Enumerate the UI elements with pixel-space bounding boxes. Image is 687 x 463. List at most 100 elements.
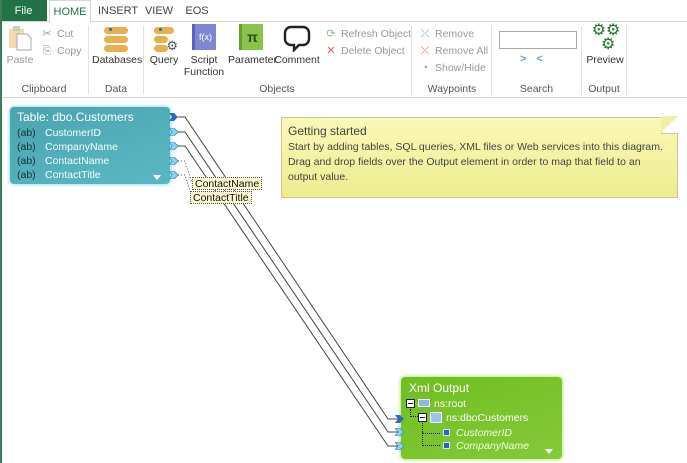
group-label-data: Data — [104, 83, 128, 95]
remove-all-waypoints-button[interactable]: ⤫ Remove All — [418, 43, 489, 59]
xml-output-node[interactable]: Xml Output ns:root ns:dboCustomers Custo… — [401, 377, 562, 459]
xml-output-title: Xml Output — [409, 381, 470, 395]
tree-connector — [422, 423, 440, 434]
comment-button[interactable]: Comment — [274, 24, 320, 66]
remove-all-waypoints-icon: ⤫ — [420, 45, 430, 57]
preview-button[interactable]: ⚙⚙ ⚙ Preview — [586, 22, 624, 67]
tab-view[interactable]: VIEW — [144, 5, 174, 17]
table-node-title: Table: dbo.Customers — [17, 110, 134, 124]
tab-eos[interactable]: EOS — [185, 5, 209, 17]
xml-element-icon — [418, 399, 430, 407]
group-separator — [581, 26, 582, 94]
parameter-button[interactable]: π Parameter — [228, 24, 278, 66]
preview-label: Preview — [586, 54, 624, 66]
paste-label: Paste — [6, 54, 34, 66]
query-label: Query — [149, 54, 179, 66]
getting-started-note[interactable]: Getting started Start by adding tables, … — [281, 116, 678, 198]
ribbon-tabs: File HOME INSERT VIEW EOS — [0, 0, 687, 23]
xml-attribute-row[interactable]: CustomerID — [443, 427, 512, 440]
comment-label: Comment — [274, 54, 320, 66]
group-waypoints: ⤫Remove ⤫ Remove All ◔Show/Hide Waypoints — [412, 22, 492, 98]
note-body: Start by adding tables, SQL queries, XML… — [288, 141, 663, 183]
gears-icon: ⚙⚙ ⚙ — [591, 22, 621, 53]
output-port-icon[interactable] — [169, 142, 178, 150]
scissors-icon: ✂ — [42, 28, 52, 40]
expand-arrow-icon[interactable] — [153, 175, 161, 180]
xml-attribute-label: CustomerID — [456, 427, 513, 439]
search-prev-button[interactable]: < — [536, 53, 553, 65]
collapse-icon[interactable] — [406, 399, 415, 408]
show-hide-waypoints-button[interactable]: ◔Show/Hide — [418, 60, 486, 76]
collapse-icon[interactable] — [418, 413, 427, 422]
field-name: CompanyName — [45, 141, 118, 153]
group-separator — [491, 26, 492, 94]
drag-label-contactname: ContactName — [192, 177, 263, 190]
script-function-label-1: Script — [190, 54, 218, 66]
table-node-customers[interactable]: Table: dbo.Customers (ab) CustomerID (ab)… — [10, 107, 170, 184]
copy-label: Copy — [57, 45, 82, 57]
table-field-row[interactable]: (ab) ContactName — [17, 154, 109, 168]
search-next-button[interactable]: > — [520, 53, 537, 65]
output-port-icon[interactable] — [169, 113, 178, 121]
xml-attribute-icon — [443, 429, 450, 436]
input-port-icon[interactable] — [395, 442, 404, 450]
group-label-clipboard: Clipboard — [21, 83, 67, 95]
field-type: (ab) — [17, 141, 36, 153]
remove-waypoint-button[interactable]: ⤫Remove — [418, 26, 475, 42]
field-name: ContactName — [45, 155, 110, 167]
xml-attribute-row[interactable]: CompanyName — [443, 440, 529, 453]
table-field-row[interactable]: (ab) ContactTitle — [17, 168, 101, 182]
database-icon — [102, 24, 130, 52]
xml-collection-icon — [430, 412, 442, 423]
group-data: Databases Data — [89, 22, 143, 98]
group-separator — [88, 26, 89, 94]
xml-root-row[interactable]: ns:root — [406, 398, 466, 411]
group-clipboard: Paste ✂Cut ⎘Copy Clipboard — [0, 22, 88, 98]
delete-object-button[interactable]: ✕Delete Object — [324, 43, 404, 59]
group-label-search: Search — [519, 83, 554, 95]
tab-insert[interactable]: INSERT — [98, 5, 139, 17]
field-name: CustomerID — [45, 127, 102, 139]
field-type: (ab) — [17, 127, 36, 139]
input-port-icon[interactable] — [395, 428, 404, 436]
group-label-output: Output — [588, 83, 620, 95]
paste-button[interactable]: Paste — [6, 24, 34, 66]
query-button[interactable]: ⚙ Query — [148, 24, 180, 66]
tab-file[interactable]: File — [0, 0, 47, 22]
tree-connector — [422, 432, 440, 446]
script-function-label-2: Function — [183, 66, 225, 78]
field-type: (ab) — [17, 169, 36, 181]
cut-button[interactable]: ✂Cut — [40, 26, 73, 42]
copy-button[interactable]: ⎘Copy — [40, 43, 82, 59]
output-port-icon[interactable] — [169, 171, 178, 179]
script-function-button[interactable]: f(x) Script Function — [182, 24, 226, 78]
parameter-label: Parameter — [228, 54, 278, 66]
field-type: (ab) — [17, 155, 36, 167]
refresh-object-label: Refresh Object — [341, 28, 412, 40]
output-port-icon[interactable] — [169, 157, 178, 165]
tab-home[interactable]: HOME — [49, 0, 91, 23]
table-field-row[interactable]: (ab) CompanyName — [17, 140, 118, 154]
xml-collection-row[interactable]: ns:dboCustomers — [418, 412, 528, 425]
drag-label-contacttitle: ContactTitle — [190, 191, 252, 204]
note-title: Getting started — [288, 124, 367, 138]
group-separator — [143, 26, 144, 94]
input-port-icon[interactable] — [395, 415, 404, 423]
xml-root-label: ns:root — [434, 398, 467, 410]
group-search: Search — [492, 22, 581, 98]
group-output: ⚙⚙ ⚙ Preview Output — [582, 22, 626, 98]
databases-button[interactable]: Databases — [92, 24, 142, 66]
xml-collection-label: ns:dboCustomers — [446, 412, 529, 424]
field-name: ContactTitle — [45, 169, 101, 181]
refresh-object-button[interactable]: ⟳Refresh Object — [324, 26, 411, 42]
note-folded-corner — [661, 116, 678, 134]
output-port-icon[interactable] — [169, 128, 178, 136]
search-input[interactable] — [499, 31, 577, 49]
table-field-row[interactable]: (ab) CustomerID — [17, 126, 101, 140]
group-label-waypoints: Waypoints — [427, 83, 477, 95]
window-border — [0, 0, 2, 463]
remove-all-label: Remove All — [435, 45, 489, 57]
expand-arrow-icon[interactable] — [545, 449, 553, 454]
paste-icon — [6, 24, 34, 52]
